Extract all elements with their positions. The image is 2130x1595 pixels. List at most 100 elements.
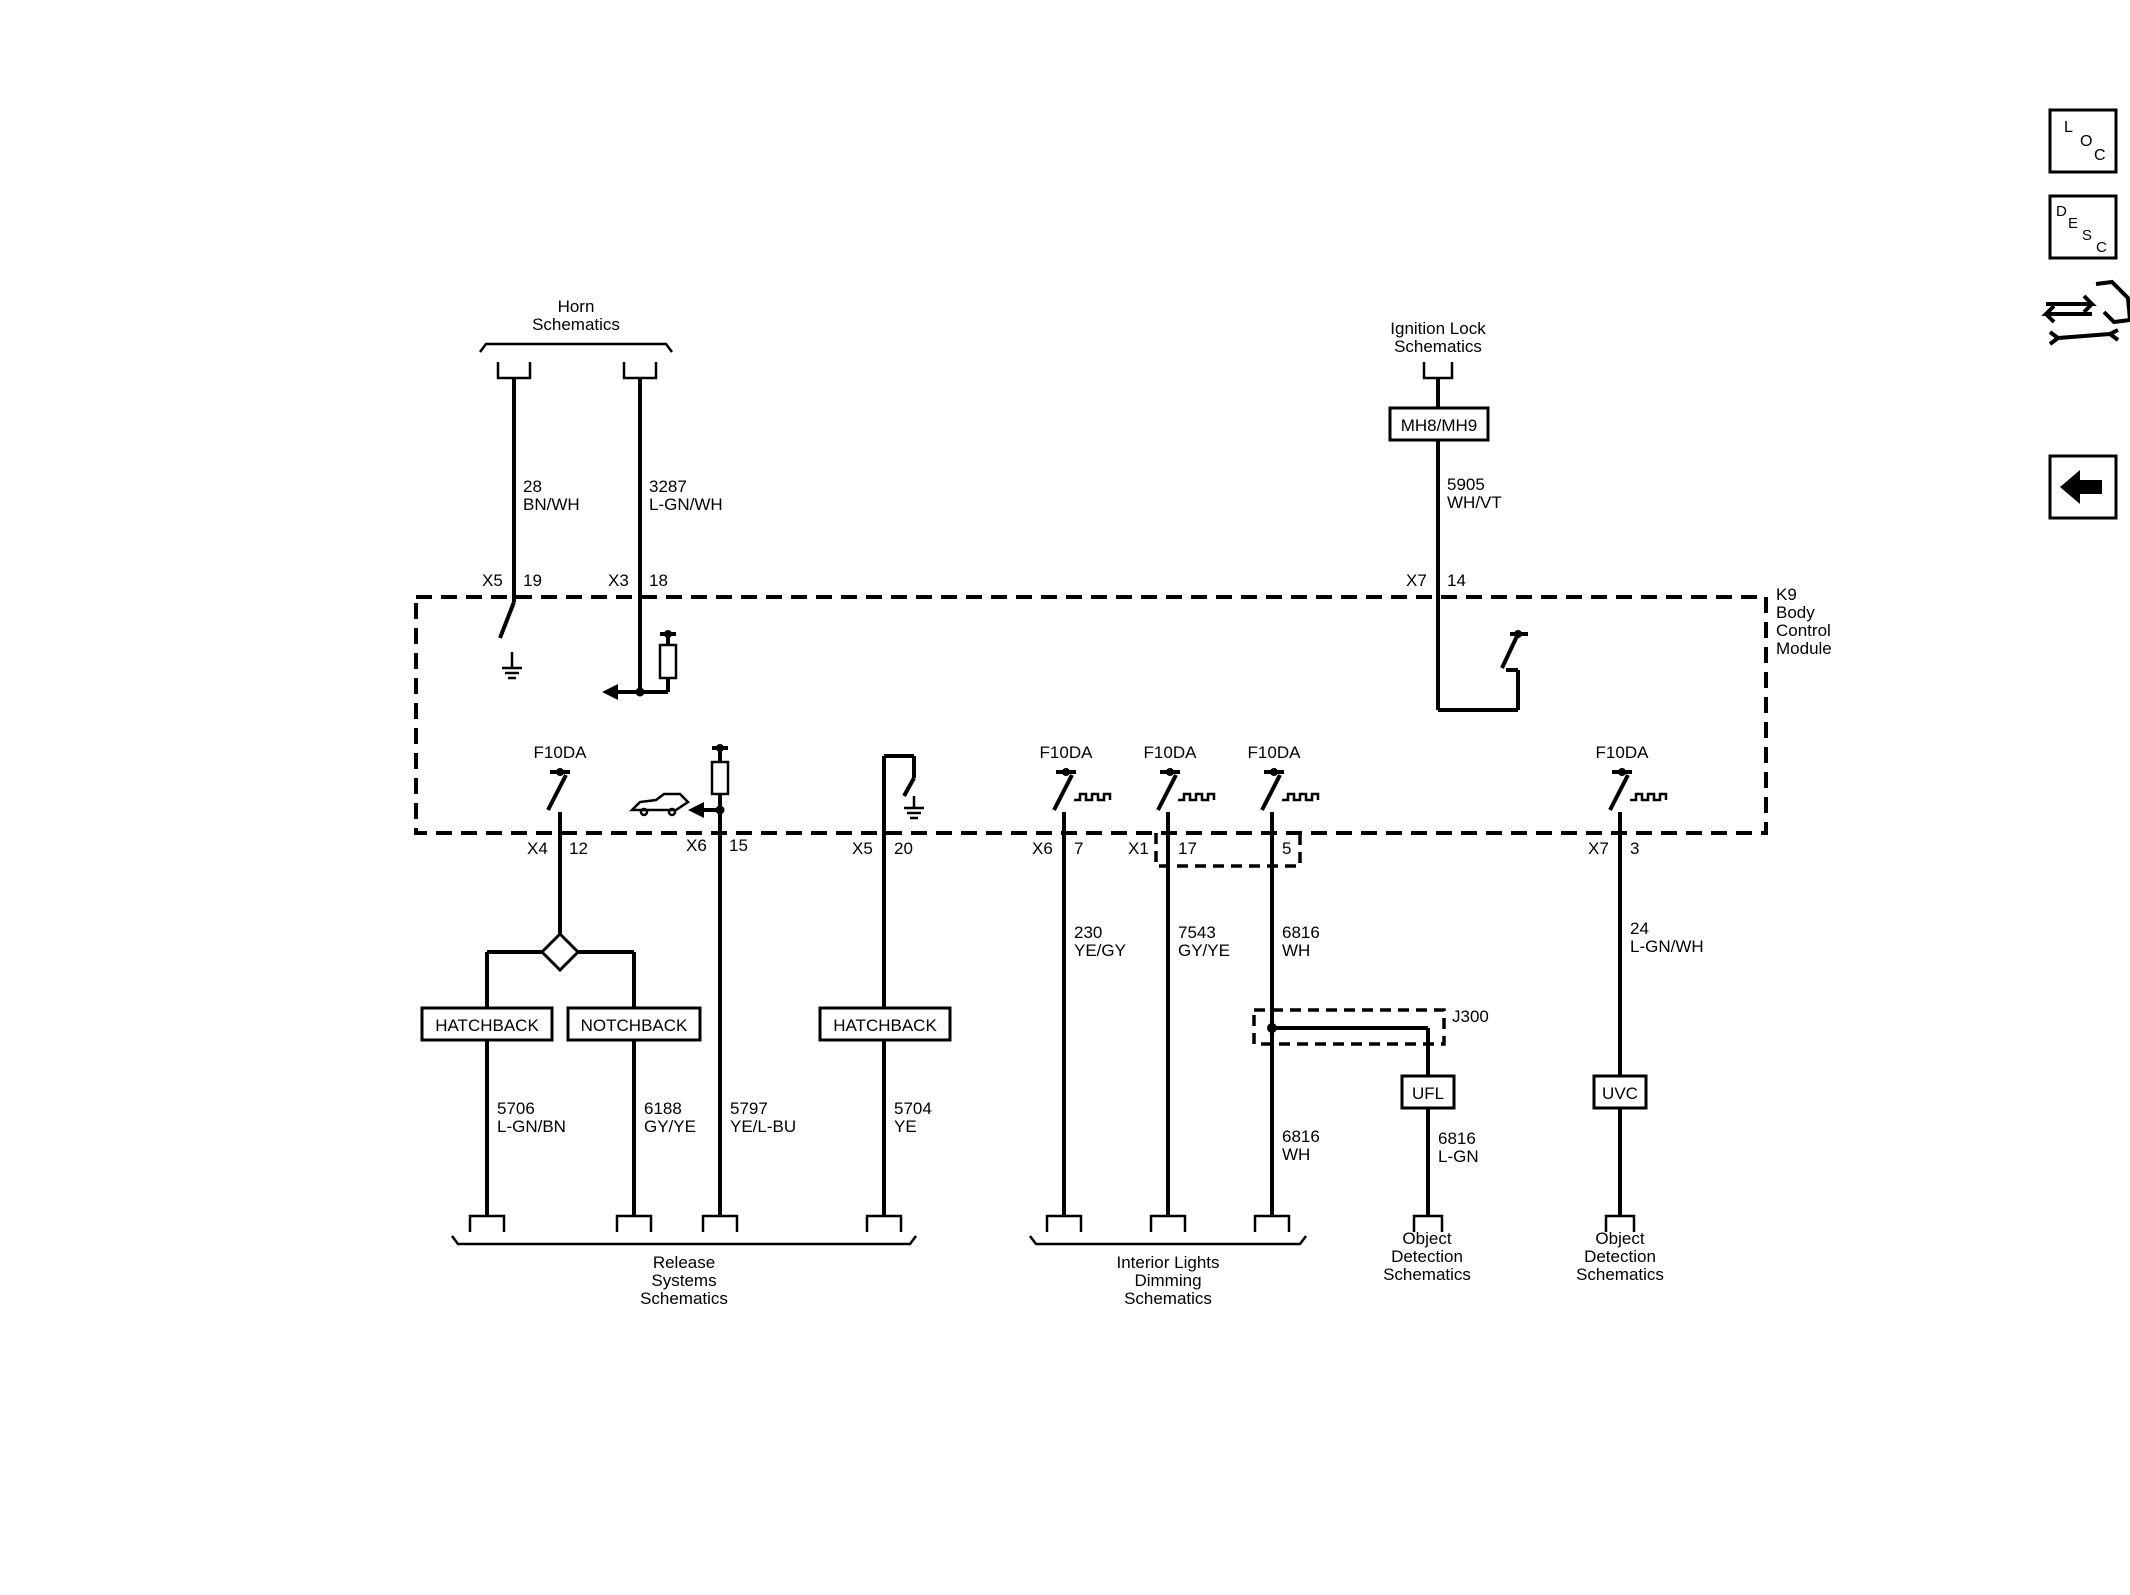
- dimming-ref-bracket: [1029, 1235, 1307, 1246]
- input-arrow-icon: [602, 684, 618, 700]
- pwm-icon-2: [1178, 792, 1216, 802]
- wire-6188-color: GY/YE: [644, 1117, 696, 1136]
- option-hatchback-2-label: HATCHBACK: [833, 1016, 937, 1035]
- desc-char-2: E: [2068, 215, 2078, 232]
- option-hatchback-1-label: HATCHBACK: [435, 1016, 539, 1035]
- pin-x4-12-num: 12: [569, 839, 588, 858]
- loc-char-1: L: [2064, 119, 2073, 136]
- wire-24-circuit: 24: [1630, 919, 1649, 938]
- loc-button-frame[interactable]: [2048, 108, 2118, 174]
- wire-28-circuit: 28: [523, 477, 542, 496]
- ignition-ref-line-2: Schematics: [1394, 337, 1482, 356]
- fuse-3-dot: [1166, 768, 1174, 776]
- driver-4-switch: [1260, 774, 1282, 811]
- dimming-ref-line-3: Schematics: [1124, 1289, 1212, 1308]
- pullup-supply-dot: [664, 630, 672, 638]
- wire-5905-circuit: 5905: [1447, 475, 1485, 494]
- desc-char-1: D: [2056, 203, 2067, 220]
- fuse-5-dot: [1618, 768, 1626, 776]
- wire-5704-color: YE: [894, 1117, 917, 1136]
- ground-2-icon: [904, 796, 924, 820]
- back-button[interactable]: [2048, 454, 2118, 520]
- ground-icon: [502, 652, 522, 680]
- desc-char-4: C: [2096, 239, 2107, 256]
- wire-7543-circuit: 7543: [1178, 923, 1216, 942]
- module-name-line-3: Module: [1776, 639, 1832, 658]
- x6-15-supply-dot: [716, 744, 724, 752]
- pwm-icon-1: [1074, 792, 1112, 802]
- fuse-1-label: F10DA: [534, 743, 588, 762]
- wire-24-color: L-GN/WH: [1630, 937, 1704, 956]
- x6-15-resistor: [710, 760, 730, 796]
- release-term-2: [615, 1214, 653, 1232]
- dimming-term-1: [1045, 1214, 1083, 1232]
- pin-x5-20-num: 20: [894, 839, 913, 858]
- pin-x1-17-num: 17: [1178, 839, 1197, 858]
- pin-x6-7-conn: X6: [1032, 839, 1053, 858]
- wire-28-color: BN/WH: [523, 495, 580, 514]
- wire-6816-a-circuit: 6816: [1282, 923, 1320, 942]
- release-term-4: [865, 1214, 903, 1232]
- loc-char-3: C: [2094, 147, 2106, 164]
- release-ref-bracket: [451, 1235, 917, 1246]
- wire-5706-color: L-GN/BN: [497, 1117, 566, 1136]
- fuse-4-dot: [1270, 768, 1278, 776]
- dimming-ref-line-2: Dimming: [1134, 1271, 1201, 1290]
- dimming-term-2: [1149, 1214, 1187, 1232]
- input-arrow-2-icon: [688, 802, 704, 818]
- loc-button[interactable]: L O C: [2048, 108, 2118, 174]
- fuse-2-label: F10DA: [1040, 743, 1094, 762]
- wire-6816-b-color: WH: [1282, 1145, 1310, 1164]
- pin-x3-18-conn: X3: [608, 571, 629, 590]
- object-1-ref-line-3: Schematics: [1383, 1265, 1471, 1284]
- object-1-term: [1412, 1214, 1444, 1232]
- pin-x6-15-num: 15: [729, 836, 748, 855]
- release-ref-line-1: Release: [653, 1253, 715, 1272]
- option-uvc-box: [1592, 1074, 1648, 1110]
- pin-x4-12-conn: X4: [527, 839, 548, 858]
- wire-5797-color: YE/L-BU: [730, 1117, 796, 1136]
- wire-5797-circuit: 5797: [730, 1099, 768, 1118]
- driver-5-switch: [1608, 774, 1630, 811]
- object-1-ref-line-1: Object: [1402, 1229, 1451, 1248]
- fuse-4-label: F10DA: [1248, 743, 1302, 762]
- wire-5905-color: WH/VT: [1447, 493, 1502, 512]
- pin-x7-14-conn: X7: [1406, 571, 1427, 590]
- horn-term-1: [496, 362, 532, 380]
- option-notchback-box: [566, 1006, 702, 1042]
- x5-20-switch: [902, 777, 916, 797]
- inline-connector-box: [1388, 406, 1490, 442]
- option-uvc-label: UVC: [1602, 1084, 1638, 1103]
- splice-j300-outline: [1252, 1008, 1446, 1046]
- desc-char-3: S: [2082, 227, 2092, 244]
- wire-5704-circuit: 5704: [894, 1099, 932, 1118]
- ignition-ref-line-1: Ignition Lock: [1390, 319, 1486, 338]
- pin-x3-18-num: 18: [649, 571, 668, 590]
- pin-x7-14-num: 14: [1447, 571, 1466, 590]
- wire-6188-circuit: 6188: [644, 1099, 682, 1118]
- wire-5706-circuit: 5706: [497, 1099, 535, 1118]
- pullup-resistor: [658, 643, 678, 680]
- pin-5-num: 5: [1282, 839, 1291, 858]
- option-hatchback-1-box: [420, 1006, 554, 1042]
- pin-x7-3-conn: X7: [1588, 839, 1609, 858]
- wire-6816-c-circuit: 6816: [1438, 1129, 1476, 1148]
- option-notchback-label: NOTCHBACK: [581, 1016, 688, 1035]
- ignition-term: [1422, 362, 1454, 380]
- pin-x6-7-num: 7: [1074, 839, 1083, 858]
- wire-6816-c-color: L-GN: [1438, 1147, 1479, 1166]
- desc-button[interactable]: D E S C: [2048, 194, 2118, 260]
- horn-ref-line-2: Schematics: [532, 315, 620, 334]
- fuse-3-label: F10DA: [1144, 743, 1198, 762]
- back-arrow-icon: [2060, 470, 2102, 504]
- driver-2-switch: [1052, 774, 1074, 811]
- splice-j300-label: J300: [1452, 1007, 1489, 1026]
- module-name-line-1: Body: [1776, 603, 1815, 622]
- desc-button-frame[interactable]: [2048, 194, 2118, 260]
- object-2-ref-line-3: Schematics: [1576, 1265, 1664, 1284]
- connector-tools-icon[interactable]: [2041, 279, 2130, 346]
- release-term-3: [701, 1214, 739, 1232]
- ignition-switch-dot: [1514, 630, 1522, 638]
- driver-3-switch: [1156, 774, 1178, 811]
